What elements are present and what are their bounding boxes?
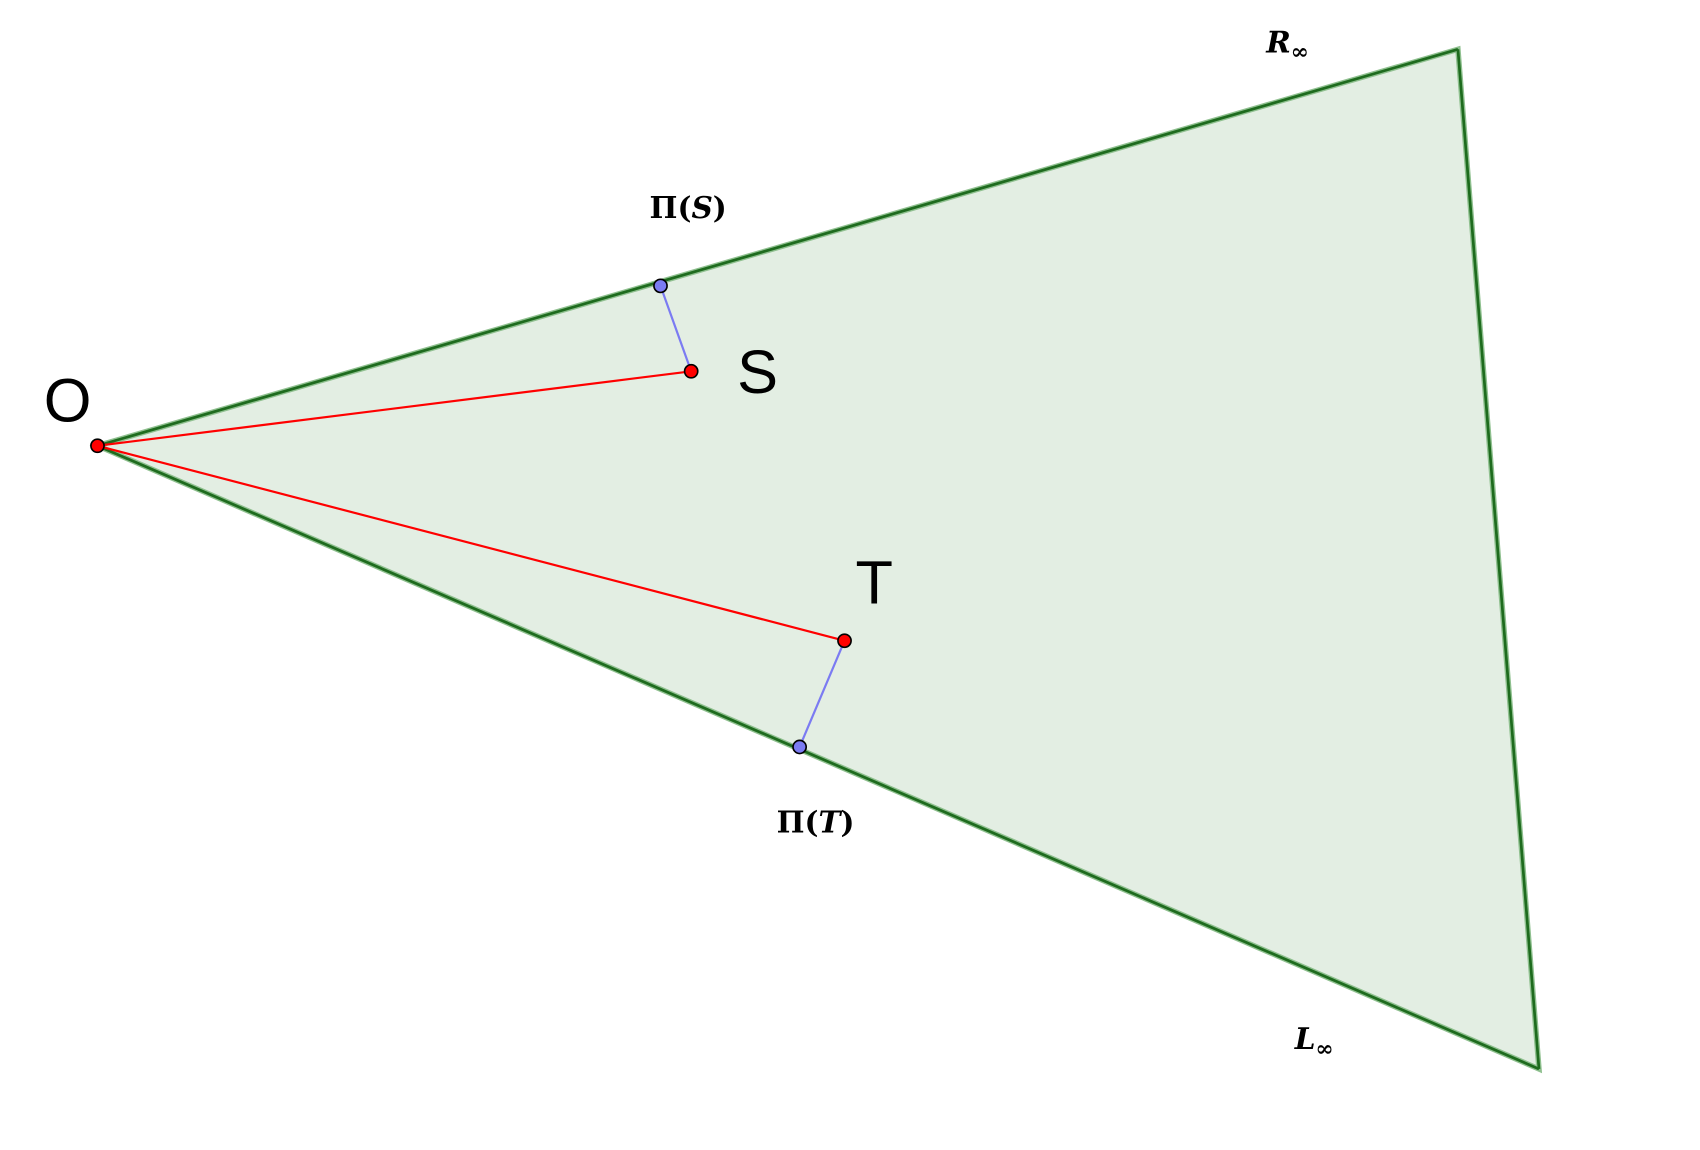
point-O[interactable] <box>90 438 105 454</box>
point-pi-S[interactable] <box>653 278 668 294</box>
label-T: T <box>855 547 892 616</box>
label-O: O <box>44 366 92 435</box>
label-pi-S: Π(S) <box>650 190 727 225</box>
segment-O-T <box>97 444 845 642</box>
label-L-infinity: L∞ <box>1294 1021 1334 1062</box>
point-T[interactable] <box>837 633 852 649</box>
point-pi-T[interactable] <box>792 739 808 755</box>
boundary-far-edge <box>1456 49 1541 1070</box>
label-pi-T: Π(T) <box>777 804 855 839</box>
boundary-upper-ray <box>97 47 1459 448</box>
point-S[interactable] <box>683 363 699 379</box>
cone-region <box>89 45 1543 1074</box>
projection-segment-S <box>659 285 693 372</box>
boundary-lower-ray <box>96 444 1540 1071</box>
label-S: S <box>737 337 778 406</box>
projection-segment-T <box>798 640 846 748</box>
segment-O-S <box>97 370 692 447</box>
label-R-infinity: R∞ <box>1265 25 1309 66</box>
